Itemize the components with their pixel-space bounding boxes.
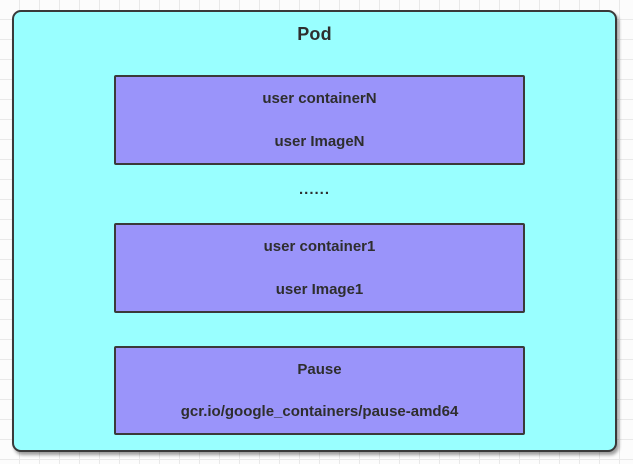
container-shape-1: user container1 user Image1 bbox=[114, 223, 525, 313]
ellipsis-label: ...... bbox=[298, 181, 330, 198]
container-shape-n: user containerN user ImageN bbox=[114, 75, 525, 165]
container-name-label: user containerN bbox=[262, 90, 377, 107]
pod-group-shape: Pod user containerN user ImageN ...... u… bbox=[12, 10, 617, 452]
container-name-label: user container1 bbox=[263, 238, 376, 255]
container-image-label: gcr.io/google_containers/pause-amd64 bbox=[180, 403, 459, 420]
pod-title: Pod bbox=[297, 24, 332, 44]
container-shape-pause: Pause gcr.io/google_containers/pause-amd… bbox=[114, 346, 525, 435]
container-image-label: user Image1 bbox=[275, 281, 364, 298]
container-image-label: user ImageN bbox=[274, 133, 365, 150]
container-name-label: Pause bbox=[297, 361, 342, 378]
